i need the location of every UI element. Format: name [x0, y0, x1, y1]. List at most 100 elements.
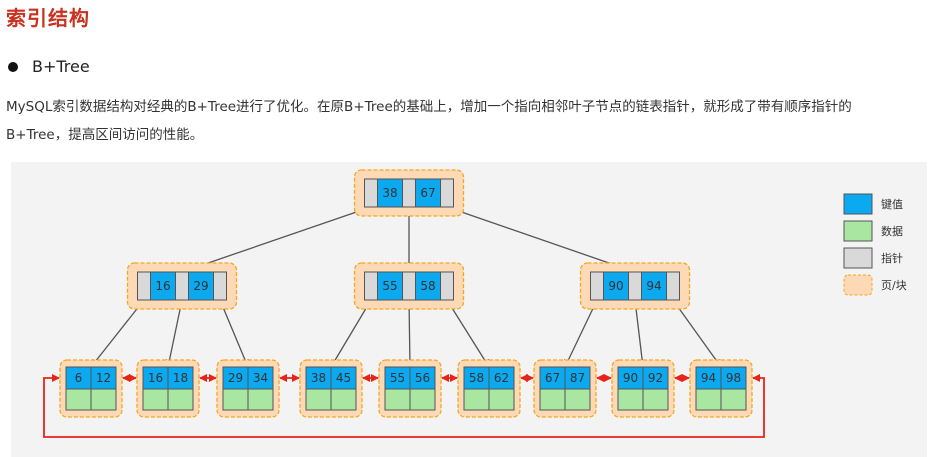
- root-node: 38 67: [353, 169, 465, 217]
- legend-swatch: [843, 220, 873, 242]
- page-title: 索引结构: [6, 6, 90, 30]
- key-value: 55: [390, 371, 405, 385]
- tree-edge: [446, 206, 636, 274]
- key-value: 18: [173, 371, 188, 385]
- key-cell: [603, 271, 629, 301]
- pointer-cell: [590, 271, 604, 301]
- key-value: 67: [545, 371, 560, 385]
- key-value: 87: [570, 371, 585, 385]
- key-value: 94: [646, 279, 661, 293]
- legend-label: 指针: [881, 251, 903, 265]
- data-cell: [65, 388, 92, 411]
- key-value: 56: [415, 371, 430, 385]
- leaf-node: 90 92: [611, 359, 675, 418]
- pointer-cell: [175, 271, 189, 301]
- data-cell: [384, 388, 411, 411]
- key-value: 6: [75, 371, 83, 385]
- data-cell: [720, 388, 747, 411]
- tree-edge: [564, 299, 598, 368]
- bullet-text: B+Tree: [32, 57, 90, 76]
- pointer-cell: [440, 271, 454, 301]
- legend-label: 数据: [881, 224, 903, 238]
- leaf-node: 38 45: [299, 359, 363, 418]
- leaf-node: 67 87: [533, 359, 597, 418]
- pointer-cell: [402, 271, 416, 301]
- key-value: 62: [494, 371, 509, 385]
- key-value: 16: [148, 371, 163, 385]
- pointer-cell: [364, 178, 378, 208]
- key-value: 58: [469, 371, 484, 385]
- pointer-cell: [213, 271, 227, 301]
- legend-swatch: [843, 247, 873, 269]
- pointer-cell: [402, 178, 416, 208]
- key-value: 67: [420, 186, 435, 200]
- tree-edge: [672, 299, 722, 368]
- key-value: 92: [648, 371, 663, 385]
- data-cell: [222, 388, 249, 411]
- bullet-dot-icon: [8, 61, 18, 72]
- key-cell: [150, 271, 176, 301]
- data-cell: [142, 388, 169, 411]
- data-cell: [488, 388, 515, 411]
- key-cell: [188, 271, 214, 301]
- key-value: 34: [253, 371, 268, 385]
- internal-node: 90 94: [579, 262, 691, 310]
- data-cell: [330, 388, 357, 411]
- pointer-cell: [666, 271, 680, 301]
- bullet-item: B+Tree: [8, 57, 90, 76]
- key-value: 90: [608, 279, 623, 293]
- key-value: 16: [155, 279, 170, 293]
- legend-label: 键值: [881, 197, 903, 211]
- data-cell: [695, 388, 722, 411]
- internal-node: 55 58: [353, 262, 465, 310]
- pointer-cell: [440, 178, 454, 208]
- key-value: 38: [311, 371, 326, 385]
- leaf-node: 6 12: [59, 359, 123, 418]
- data-cell: [463, 388, 490, 411]
- data-cell: [409, 388, 436, 411]
- data-cell: [642, 388, 669, 411]
- leaf-node: 29 34: [216, 359, 280, 418]
- data-cell: [617, 388, 644, 411]
- data-cell: [564, 388, 591, 411]
- key-value: 12: [96, 371, 111, 385]
- tree-edge: [405, 299, 414, 368]
- description-paragraph: MySQL索引数据结构对经典的B+Tree进行了优化。在原B+Tree的基础上，…: [6, 99, 852, 143]
- data-cell: [167, 388, 194, 411]
- key-value: 45: [336, 371, 351, 385]
- tree-edge: [330, 299, 372, 368]
- tree-edge: [219, 299, 249, 368]
- tree-edge: [90, 299, 145, 368]
- leaf-loop-link: [43, 374, 765, 438]
- pointer-cell: [137, 271, 151, 301]
- data-cell: [247, 388, 274, 411]
- key-cell: [641, 271, 667, 301]
- tree-edge: [181, 206, 372, 274]
- data-cell: [90, 388, 117, 411]
- pointer-cell: [628, 271, 642, 301]
- tree-edge: [634, 299, 647, 368]
- tree-edge: [165, 299, 183, 368]
- key-value: 90: [623, 371, 638, 385]
- key-value: 29: [193, 279, 208, 293]
- data-cell: [305, 388, 332, 411]
- key-value: 38: [382, 186, 397, 200]
- legend-swatch: [843, 193, 873, 215]
- key-value: 94: [701, 371, 716, 385]
- data-cell: [539, 388, 566, 411]
- leaf-node: 55 56: [378, 359, 442, 418]
- tree-edge: [446, 299, 490, 368]
- key-value: 58: [420, 279, 435, 293]
- key-cell: [377, 178, 403, 208]
- key-value: 55: [382, 279, 397, 293]
- pointer-cell: [364, 271, 378, 301]
- key-value: 29: [228, 371, 243, 385]
- legend-label: 页/块: [881, 279, 907, 292]
- key-value: 98: [726, 371, 741, 385]
- leaf-node: 94 98: [689, 359, 753, 418]
- leaf-node: 58 62: [457, 359, 521, 418]
